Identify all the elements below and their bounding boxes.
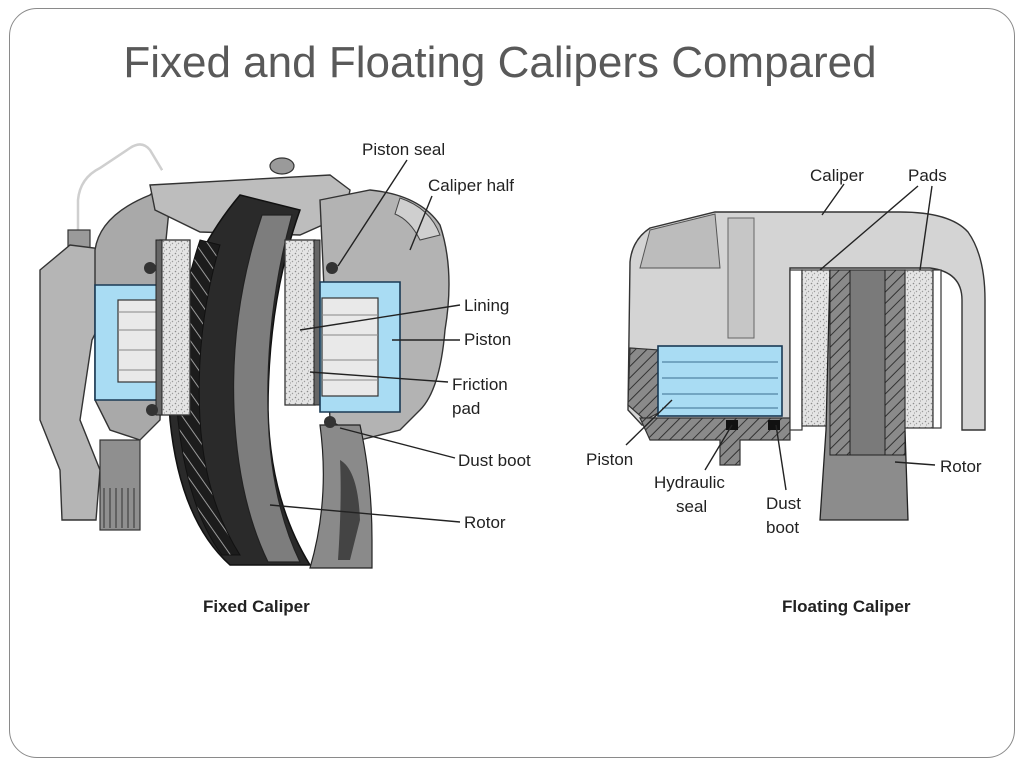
label-piston-fixed: Piston [464,330,511,349]
label-pads: Pads [908,166,947,185]
dust-boot-mark-floating [768,420,780,430]
friction-pad-right [284,239,316,406]
floating-caliper-illustration [627,211,986,521]
piston-seal-mark [326,262,338,274]
caption-floating-caliper: Floating Caliper [782,597,911,616]
label-boot: boot [766,518,799,537]
label-dust-boot-fixed: Dust boot [458,451,531,470]
fixed-caliper-illustration [39,143,450,569]
slide-title: Fixed and Floating Calipers Compared [123,38,877,87]
caliper-base-section [639,417,791,466]
floating-caliper-leaders [625,183,936,491]
label-dust: Dust [766,494,801,513]
dust-boot-mark [324,416,336,428]
label-caliper-floating: Caliper [810,166,864,185]
label-pad: pad [452,399,480,418]
bleed-passage [727,217,755,339]
piston-left [117,299,159,383]
label-rotor-floating: Rotor [940,457,982,476]
label-piston-floating: Piston [586,450,633,469]
caption-fixed-caliper: Fixed Caliper [203,597,310,616]
pad-inner [801,269,831,427]
label-piston-seal: Piston seal [362,140,445,159]
bridge-bolt [269,157,295,175]
label-caliper-half: Caliper half [428,176,514,195]
steering-knuckle [99,439,141,531]
label-rotor-fixed: Rotor [464,513,506,532]
fixed-caliper-leaders [269,159,461,523]
piston-right [321,297,379,397]
label-friction: Friction [452,375,508,394]
fluid-chamber-floating [657,345,783,417]
label-lining: Lining [464,296,509,315]
label-hydraulic: Hydraulic [654,473,725,492]
friction-pad-left [159,239,191,416]
rotor-face [232,214,301,563]
pad-outer [904,269,934,429]
label-seal: seal [676,497,707,516]
